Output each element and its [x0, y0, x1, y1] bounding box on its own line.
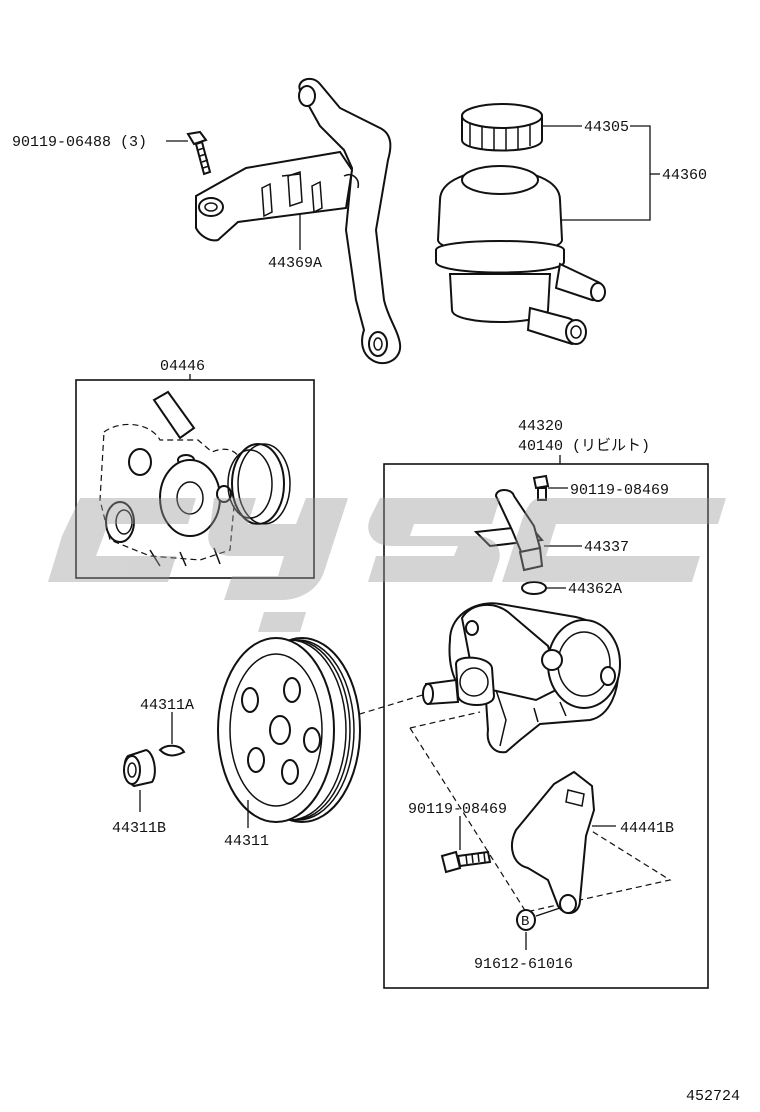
- label-44305: 44305: [584, 119, 629, 136]
- bolt-90119-08469-top: [532, 474, 550, 501]
- label-44320: 44320: [518, 418, 563, 435]
- label-44311B: 44311B: [112, 820, 166, 837]
- oring-44362A: [521, 581, 547, 595]
- bracket-44441B: [511, 770, 596, 915]
- label-04446: 04446: [160, 358, 205, 375]
- label-44369A: 44369A: [268, 255, 322, 272]
- kit-04446-parts: [99, 390, 291, 567]
- guide-pump-bracket-b: [409, 727, 672, 913]
- pulley-44311: [217, 637, 361, 823]
- leader-91612-nut: [535, 907, 561, 917]
- reservoir-44360: [435, 103, 606, 346]
- nut-44311B: [123, 748, 156, 788]
- label-44441B: 44441B: [620, 820, 674, 837]
- bolt-90119-08469-lower: [440, 850, 492, 874]
- label-44311A: 44311A: [140, 697, 194, 714]
- guide-pump-bracket-a: [409, 711, 481, 729]
- diagram-number: 452724: [686, 1088, 740, 1105]
- pump-body: [422, 602, 621, 754]
- svg-text:B: B: [521, 914, 529, 930]
- nut-91612-61016: B: [516, 909, 536, 931]
- label-44360: 44360: [662, 167, 707, 184]
- bracket-44369A: [195, 77, 402, 365]
- key-44311A: [158, 744, 186, 757]
- kit-box-04446: [75, 379, 315, 579]
- label-90119-06488: 90119-06488 (3): [12, 134, 147, 151]
- label-91612-61016: 91612-61016: [474, 956, 573, 973]
- union-44337: [473, 489, 544, 572]
- label-90119-08469-lower: 90119-08469: [408, 801, 507, 818]
- pump-assembly-box: [383, 463, 709, 989]
- label-44311: 44311: [224, 833, 269, 850]
- label-40140: 40140 (リビルト): [518, 437, 650, 455]
- label-44337: 44337: [584, 539, 629, 556]
- label-90119-08469-top: 90119-08469: [570, 482, 669, 499]
- watermark-logo: [48, 498, 726, 632]
- bolt-90119-06488: [186, 130, 212, 176]
- label-44362A: 44362A: [568, 581, 622, 598]
- leader-44360: [562, 125, 651, 221]
